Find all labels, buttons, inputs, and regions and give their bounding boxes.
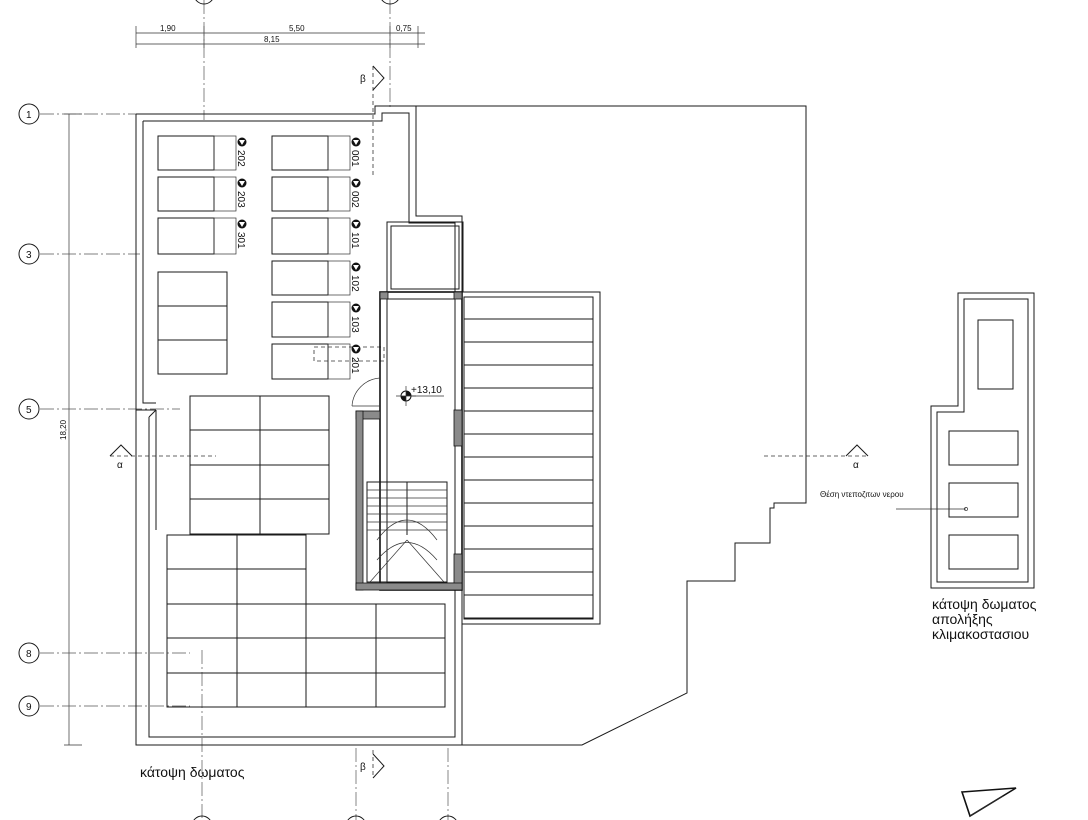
- left-dimension: 18,20: [59, 113, 82, 746]
- dim-8-15: 8,15: [264, 35, 280, 44]
- tank-203: [157, 176, 237, 212]
- svg-text:102: 102: [349, 275, 360, 292]
- svg-text:8: 8: [26, 649, 32, 660]
- svg-text:β: β: [360, 762, 366, 773]
- svg-text:202: 202: [235, 150, 246, 167]
- panel-grid-lower-left: [166, 534, 307, 708]
- roof-outline: [135, 105, 463, 746]
- section-alpha-left: α: [109, 444, 216, 471]
- unit-markers: 202 203 301 001 002 101 102 103 201: [235, 137, 361, 374]
- water-tank-note: Θέση ντεποζιτων νερου: [820, 490, 904, 499]
- stair-roof-plan: Θέση ντεποζιτων νερου: [820, 292, 1035, 589]
- section-alpha-right: α: [764, 444, 869, 471]
- tank-102: [271, 260, 351, 296]
- marker-203: 203: [235, 178, 247, 208]
- marker-101: 101: [349, 219, 361, 249]
- dim-1-90: 1,90: [160, 24, 176, 33]
- tank-103: [271, 301, 351, 338]
- grid-bubble-5: 5: [18, 398, 40, 420]
- panel-group-left: [157, 271, 228, 375]
- svg-text:203: 203: [235, 191, 246, 208]
- marker-103: 103: [349, 303, 361, 333]
- section-beta-top: β: [360, 65, 385, 175]
- dim-18-20: 18,20: [59, 419, 68, 440]
- marker-202: 202: [235, 137, 247, 167]
- svg-text:301: 301: [235, 232, 246, 249]
- svg-text:103: 103: [349, 316, 360, 333]
- main-plan-title: κάτοψη δωματος: [140, 764, 245, 780]
- edge-bubbles: [193, 0, 457, 820]
- marker-102: 102: [349, 262, 361, 292]
- svg-text:201: 201: [349, 357, 360, 374]
- solar-panels: [461, 291, 601, 625]
- section-beta-bottom: β: [360, 750, 385, 779]
- elevation-label: +13,10: [411, 385, 442, 396]
- top-dimension-chain: 1,90 5,50 0,75 8,15: [135, 24, 425, 48]
- dim-5-50: 5,50: [289, 24, 305, 33]
- tank-001: [271, 135, 351, 171]
- svg-text:9: 9: [26, 702, 32, 713]
- grid-bubble-9: 9: [18, 695, 40, 717]
- svg-text:3: 3: [26, 250, 32, 261]
- stair-plan-title-line1: κάτοψη δωματος: [932, 596, 1037, 612]
- stair-plan-title-line2: απολήξης: [932, 611, 993, 627]
- stairwell: +13,10: [351, 221, 464, 591]
- tank-301: [157, 217, 237, 255]
- svg-text:α: α: [117, 460, 123, 471]
- level-marker: +13,10: [396, 385, 444, 406]
- marker-001: 001: [349, 137, 361, 167]
- tank-002: [271, 176, 351, 212]
- dim-0-75: 0,75: [396, 24, 412, 33]
- grid-bubble-8: 8: [18, 642, 40, 664]
- svg-text:α: α: [853, 460, 859, 471]
- stair-plan-title-line3: κλιμακοστασιου: [932, 626, 1029, 642]
- north-arrow-icon: [960, 787, 1017, 818]
- adjacent-slab-outline: [416, 105, 807, 746]
- grid-bubble-3: 3: [18, 243, 40, 265]
- panel-grid-upper: [189, 395, 330, 535]
- svg-text:5: 5: [26, 405, 32, 416]
- tank-202: [157, 135, 237, 171]
- svg-text:1: 1: [26, 110, 32, 121]
- panel-grid-lower-right: [305, 603, 446, 708]
- svg-text:β: β: [360, 74, 366, 85]
- svg-text:001: 001: [349, 150, 360, 167]
- grid-bubble-1: 1: [18, 103, 40, 125]
- tank-101: [271, 217, 351, 255]
- svg-text:101: 101: [349, 232, 360, 249]
- marker-002: 002: [349, 178, 361, 208]
- marker-201: 201: [349, 344, 361, 374]
- tank-201: [271, 343, 385, 380]
- marker-301: 301: [235, 219, 247, 249]
- grid-axes: [40, 0, 449, 820]
- svg-text:002: 002: [349, 191, 360, 208]
